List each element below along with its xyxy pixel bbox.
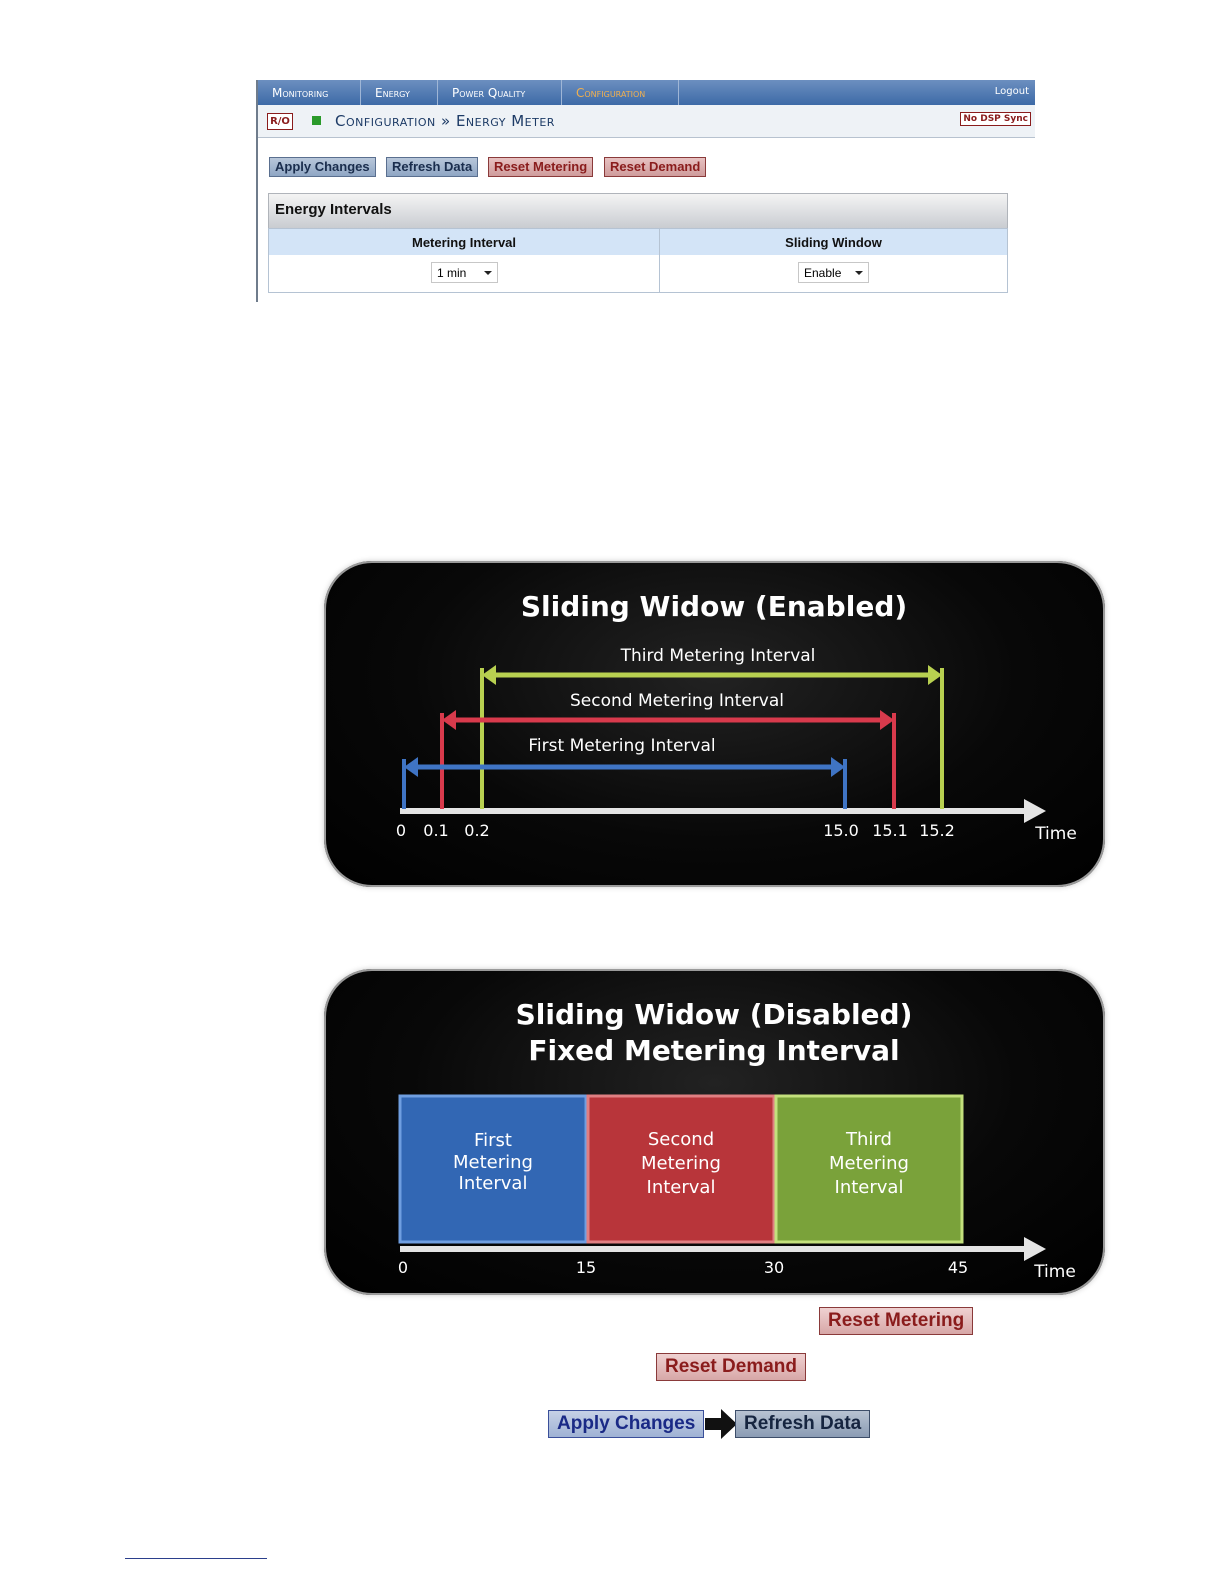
tick-label: 15 (576, 1258, 596, 1277)
chevron-down-icon (484, 271, 492, 275)
column-header-metering-interval: Metering Interval (269, 229, 659, 256)
diagram-title: Sliding Widow (Enabled) (521, 590, 907, 623)
second-interval-label: Second Metering Interval (570, 691, 784, 711)
refresh-data-button[interactable]: Refresh Data (386, 157, 479, 177)
energy-intervals-table: Metering Interval Sliding Window 1 min E… (268, 228, 1008, 293)
energy-meter-config-panel: Monitoring Energy Power Quality Configur… (256, 80, 1035, 302)
block-label: Interval (835, 1177, 904, 1198)
reset-metering-button[interactable]: Reset Metering (488, 157, 594, 177)
sliding-window-disabled-diagram: Sliding Widow (Disabled) Fixed Metering … (324, 969, 1105, 1295)
logout-link[interactable]: Logout (994, 86, 1029, 97)
sliding-window-select[interactable]: Enable (798, 262, 869, 283)
third-interval-block (774, 1094, 964, 1244)
time-axis-arrow-icon (1024, 1237, 1046, 1261)
block-label: Metering (453, 1152, 533, 1173)
column-header-sliding-window: Sliding Window (660, 229, 1007, 256)
tick-label: 0 (398, 1258, 408, 1277)
reset-metering-callout-button[interactable]: Reset Metering (819, 1307, 974, 1335)
tab-energy[interactable]: Energy (361, 80, 438, 105)
axis-label: Time (1034, 824, 1077, 844)
time-axis-arrow-icon (1024, 799, 1046, 823)
tick-label: 15.2 (919, 821, 955, 840)
energy-intervals-header: Energy Intervals (268, 193, 1008, 229)
block-label: Third (845, 1129, 892, 1150)
page-title-bar: R/O Configuration » Energy Meter No DSP … (258, 105, 1035, 138)
apply-changes-callout-button[interactable]: Apply Changes (548, 1410, 705, 1438)
sliding-window-value: Enable (804, 266, 842, 280)
diagram-title: Sliding Widow (Disabled) (516, 998, 913, 1031)
tab-monitoring[interactable]: Monitoring (258, 80, 361, 105)
first-interval-label: First Metering Interval (528, 736, 715, 756)
block-label: First (474, 1130, 512, 1151)
chevron-down-icon (855, 271, 863, 275)
refresh-data-callout-button[interactable]: Refresh Data (735, 1410, 871, 1438)
second-interval-block (586, 1094, 776, 1244)
first-metering-interval (402, 757, 847, 809)
section-title: Energy Intervals (275, 201, 392, 218)
tab-power-quality[interactable]: Power Quality (438, 80, 562, 105)
column-divider (659, 229, 660, 292)
sliding-window-enabled-svg: Sliding Widow (Enabled) Third Metering I… (396, 590, 1077, 844)
tick-label: 15.0 (823, 821, 859, 840)
third-interval-label: Third Metering Interval (620, 646, 816, 666)
reset-demand-button[interactable]: Reset Demand (604, 157, 707, 177)
dsp-sync-badge: No DSP Sync (960, 112, 1031, 126)
apply-changes-button[interactable]: Apply Changes (269, 157, 376, 177)
footnote-separator (125, 1558, 267, 1559)
tick-label: 30 (764, 1258, 784, 1277)
block-label: Second (648, 1129, 714, 1150)
block-label: Metering (641, 1153, 721, 1174)
tick-label: 0.1 (423, 821, 448, 840)
block-label: Metering (829, 1153, 909, 1174)
page-title: Configuration » Energy Meter (335, 112, 555, 130)
sliding-window-enabled-diagram: Sliding Widow (Enabled) Third Metering I… (324, 561, 1105, 887)
tick-label: 45 (948, 1258, 968, 1277)
tick-label: 15.1 (872, 821, 908, 840)
read-only-badge: R/O (267, 113, 293, 130)
metering-interval-select[interactable]: 1 min (431, 262, 498, 283)
block-label: Interval (459, 1173, 528, 1194)
third-metering-interval (480, 665, 944, 809)
sliding-window-disabled-svg: Sliding Widow (Disabled) Fixed Metering … (398, 998, 1076, 1282)
diagram-subtitle: Fixed Metering Interval (528, 1034, 899, 1067)
reset-demand-callout-button[interactable]: Reset Demand (656, 1353, 806, 1381)
axis-label: Time (1033, 1262, 1076, 1282)
top-navigation-bar: Monitoring Energy Power Quality Configur… (258, 80, 1035, 105)
tick-label: 0.2 (464, 821, 489, 840)
first-interval-block (398, 1094, 588, 1244)
sliding-window-cell: Enable (660, 255, 1007, 292)
second-metering-interval (440, 710, 896, 809)
metering-interval-cell: 1 min (269, 255, 659, 292)
tick-label: 0 (396, 821, 406, 840)
status-indicator-icon (312, 116, 321, 125)
metering-interval-value: 1 min (437, 266, 467, 280)
block-label: Interval (647, 1177, 716, 1198)
arrow-right-icon (705, 1409, 737, 1439)
tab-configuration[interactable]: Configuration (562, 80, 679, 105)
